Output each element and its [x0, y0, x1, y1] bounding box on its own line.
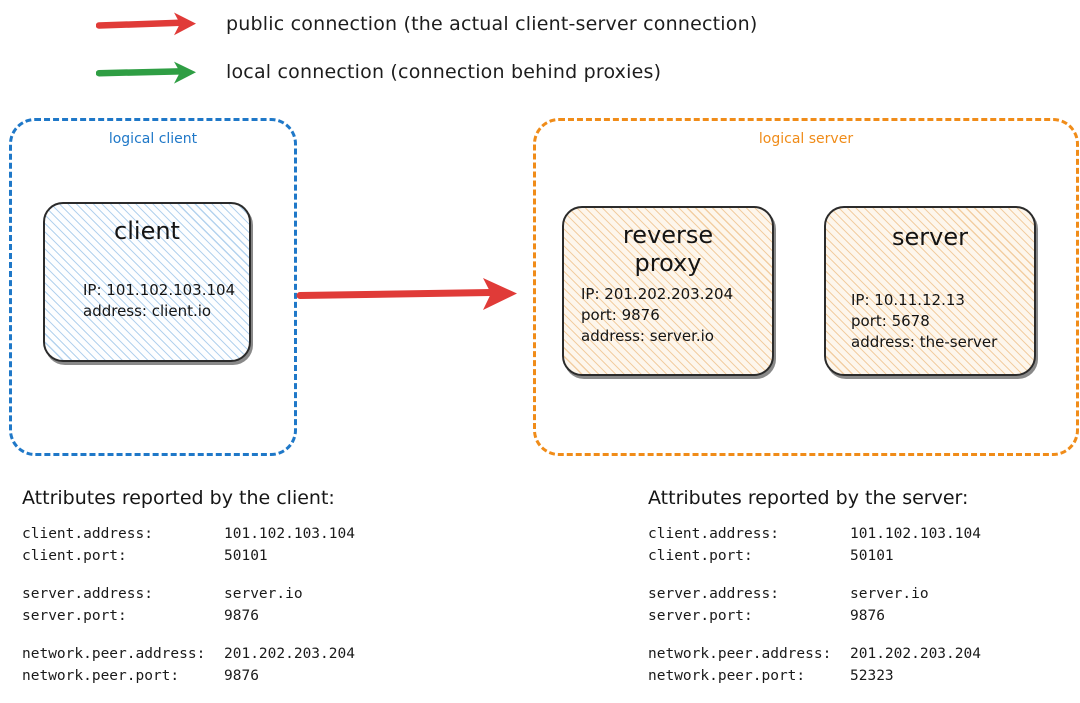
- attribute-row: server.address: server.io: [648, 583, 981, 605]
- attribute-value: 201.202.203.204: [850, 646, 981, 663]
- node-reverse-proxy-details: IP: 201.202.203.204 port: 9876 address: …: [564, 284, 772, 348]
- attribute-value: 50101: [224, 548, 268, 565]
- attribute-key: network.peer.port:: [648, 668, 806, 685]
- attribute-value: server.io: [224, 586, 303, 603]
- attribute-row: server.port: 9876: [648, 605, 981, 627]
- attribute-value: 101.102.103.104: [224, 526, 355, 542]
- attribute-key: server.port:: [22, 608, 127, 625]
- green-arrow-icon: [96, 61, 196, 84]
- node-server-ip: IP: 10.11.12.13: [851, 290, 965, 309]
- attribute-group: server.address: server.io server.port: 9876: [22, 583, 355, 627]
- attribute-key: server.address:: [22, 586, 153, 603]
- attribute-key: server.address:: [648, 586, 779, 603]
- attribute-row: network.peer.address: 201.202.203.204: [648, 643, 981, 665]
- attribute-group: client.address: 101.102.103.104 client.por…: [22, 523, 355, 567]
- attribute-row: client.address: 101.102.103.104: [22, 523, 355, 545]
- node-client-address: address: client.io: [83, 302, 212, 321]
- attributes-server-heading: Attributes reported by the server:: [648, 487, 969, 509]
- node-client-title: client: [114, 217, 180, 245]
- attribute-key: client.address:: [648, 526, 779, 542]
- attribute-row: server.port: 9876: [22, 605, 355, 627]
- attribute-key: client.port:: [648, 548, 753, 565]
- node-reverse-proxy-address: address: server.io: [581, 327, 714, 346]
- attribute-row: network.peer.port: 52323: [648, 665, 981, 687]
- node-client-details: IP: 101.102.103.104 address: client.io: [45, 280, 249, 323]
- node-reverse-proxy-ip: IP: 201.202.203.204: [581, 284, 734, 303]
- logical-server-label: logical server: [758, 131, 854, 147]
- attribute-row: client.port: 50101: [648, 545, 981, 567]
- attribute-value: 201.202.203.204: [224, 646, 355, 663]
- attribute-group: server.address: server.io server.port: 9876: [648, 583, 981, 627]
- attribute-value: 9876: [224, 608, 259, 625]
- logical-client-label: logical client: [108, 131, 198, 147]
- node-server-details: IP: 10.11.12.13 port: 5678 address: the-…: [826, 290, 1034, 354]
- attribute-row: network.peer.port: 9876: [22, 665, 355, 687]
- attribute-value: 9876: [850, 608, 885, 625]
- attribute-key: server.port:: [648, 608, 753, 625]
- node-server-address: address: the-server: [851, 333, 998, 352]
- attribute-value: server.io: [850, 586, 929, 603]
- legend-item-local-connection: local connection (connection behind prox…: [96, 58, 661, 86]
- attribute-key: network.peer.port:: [22, 668, 180, 685]
- attribute-key: client.address:: [22, 526, 153, 542]
- attribute-value: 52323: [850, 668, 894, 685]
- node-server-title: server: [892, 223, 968, 251]
- attribute-key: network.peer.address:: [648, 646, 832, 663]
- red-arrow-icon: [96, 12, 196, 36]
- attribute-row: network.peer.address: 201.202.203.204: [22, 643, 355, 665]
- logical-server-container: logical server: [533, 118, 1079, 456]
- node-client[interactable]: client IP: 101.102.103.104 address: clie…: [43, 202, 251, 362]
- public-connection-arrow-icon: [296, 278, 517, 310]
- logical-client-container: logical client: [9, 118, 297, 456]
- attribute-row: client.port: 50101: [22, 545, 355, 567]
- node-server-port: port: 5678: [851, 312, 930, 331]
- node-reverse-proxy-port: port: 9876: [581, 305, 660, 324]
- attribute-row: server.address: server.io: [22, 583, 355, 605]
- attributes-server-groups: client.address: 101.102.103.104 client.por…: [648, 523, 981, 687]
- attributes-client-groups: client.address: 101.102.103.104 client.por…: [22, 523, 355, 687]
- attribute-value: 9876: [224, 668, 259, 685]
- attribute-value: 50101: [850, 548, 894, 565]
- attribute-row: client.address: 101.102.103.104: [648, 523, 981, 545]
- node-client-ip: IP: 101.102.103.104: [83, 280, 236, 299]
- attribute-group: client.address: 101.102.103.104 client.por…: [648, 523, 981, 567]
- attributes-panel-client: Attributes reported by the client: clien…: [22, 487, 355, 703]
- legend-label-local-connection: local connection (connection behind prox…: [226, 61, 662, 83]
- attribute-value: 101.102.103.104: [850, 526, 981, 542]
- attributes-client-heading: Attributes reported by the client:: [22, 487, 335, 509]
- attribute-key: network.peer.address:: [22, 646, 206, 663]
- node-server[interactable]: server IP: 10.11.12.13 port: 5678 addres…: [824, 206, 1036, 376]
- attribute-key: client.port:: [22, 548, 127, 565]
- attributes-panel-server: Attributes reported by the server: clien…: [648, 487, 981, 703]
- legend-label-public-connection: public connection (the actual client-ser…: [226, 13, 758, 35]
- legend-item-public-connection: public connection (the actual client-ser…: [96, 10, 757, 38]
